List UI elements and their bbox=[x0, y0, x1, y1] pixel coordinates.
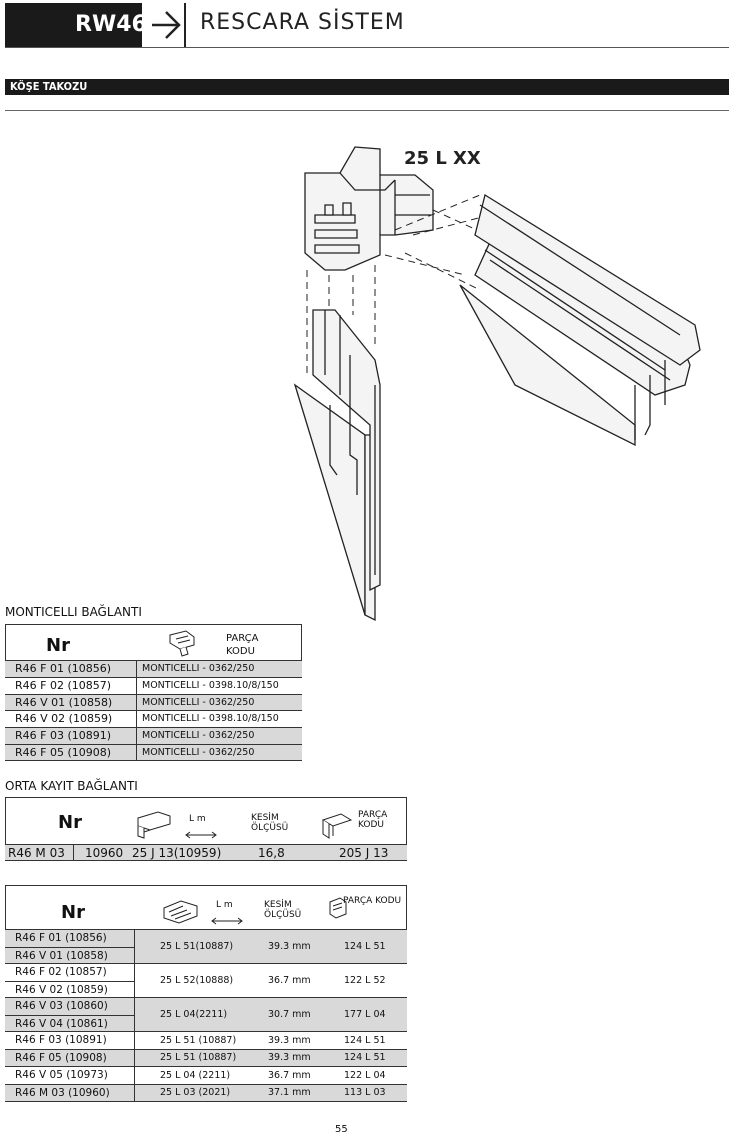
header-cut: KESİM ÖLÇÜSÜ bbox=[251, 813, 289, 833]
table-row: R46 F 02 (10857)R46 V 02 (10859) 25 L 52… bbox=[5, 963, 407, 997]
section-divider bbox=[5, 110, 729, 111]
header-nr: Nr bbox=[46, 635, 70, 656]
header-code: PARÇA KODU bbox=[343, 896, 402, 906]
table-row: R46 F 05 (10908) 25 L 51 (10887) 39.3 mm… bbox=[5, 1048, 407, 1066]
table-row: R46 V 02 (10859) MONTICELLI - 0398.10/8/… bbox=[5, 710, 302, 728]
corner-joint-drawing bbox=[285, 135, 715, 625]
double-arrow-icon bbox=[184, 824, 218, 843]
table-header: Nr L m KESİM ÖLÇÜSÜ PARÇA KODU bbox=[5, 797, 407, 844]
table-row: R46 F 01 (10856)R46 V 01 (10858) 25 L 51… bbox=[5, 930, 407, 963]
arrow-right-icon bbox=[146, 3, 186, 47]
table2-title: ORTA KAYIT BAĞLANTI bbox=[5, 779, 138, 793]
series-code: RW46 bbox=[5, 3, 147, 47]
header-cut: KESİM ÖLÇÜSÜ bbox=[264, 900, 302, 920]
table-row: R46 F 03 (10891) 25 L 51 (10887) 39.3 mm… bbox=[5, 1031, 407, 1049]
part-label: 25 L XX bbox=[404, 148, 481, 169]
page-title: RESCARA SİSTEM bbox=[200, 10, 405, 35]
table-row: R46 M 03 10960 25 J 13(10959) 16,8 205 J… bbox=[5, 844, 407, 861]
table-row: R46 V 03 (10860)R46 V 04 (10861) 25 L 04… bbox=[5, 997, 407, 1031]
cleat-part-icon bbox=[328, 896, 348, 924]
header-lm: L m bbox=[216, 900, 233, 910]
double-arrow-icon bbox=[210, 910, 244, 929]
table-body: R46 F 01 (10856)R46 V 01 (10858) 25 L 51… bbox=[5, 929, 407, 1102]
cleat-icon bbox=[161, 898, 201, 930]
corner-bracket-icon bbox=[166, 629, 202, 661]
table-row: R46 M 03 (10960) 25 L 03 (2021) 37.1 mm … bbox=[5, 1083, 407, 1101]
header-nr: Nr bbox=[61, 902, 85, 923]
table-row: R46 V 05 (10973) 25 L 04 (2211) 36.7 mm … bbox=[5, 1066, 407, 1084]
table-row: R46 F 02 (10857) MONTICELLI - 0398.10/8/… bbox=[5, 676, 302, 694]
table-row: R46 F 05 (10908) MONTICELLI - 0362/250 bbox=[5, 743, 302, 761]
middle-transom-table: Nr L m KESİM ÖLÇÜSÜ PARÇA KODU R46 M 03 … bbox=[5, 797, 407, 861]
table-row: R46 F 03 (10891) MONTICELLI - 0362/250 bbox=[5, 727, 302, 744]
table-row: R46 V 01 (10858) MONTICELLI - 0362/250 bbox=[5, 693, 302, 711]
header-code: PARÇA KODU bbox=[226, 633, 259, 657]
monticelli-table: Nr PARÇA KODU R46 F 01 (10856) MONTICELL… bbox=[5, 624, 302, 761]
corner-cleat-table: Nr L m KESİM ÖLÇÜSÜ PARÇA KODU R46 F 01 … bbox=[5, 885, 407, 1102]
header-lm: L m bbox=[189, 814, 206, 824]
table-row: R46 F 01 (10856) MONTICELLI - 0362/250 bbox=[5, 660, 302, 677]
page-number: 55 bbox=[335, 1124, 348, 1133]
corner-bracket-icon bbox=[321, 812, 355, 844]
table-header: Nr PARÇA KODU bbox=[5, 624, 302, 660]
header-nr: Nr bbox=[58, 812, 82, 833]
transom-profile-icon bbox=[134, 810, 174, 844]
table1-title: MONTICELLI BAĞLANTI bbox=[5, 605, 142, 619]
section-title: KÖŞE TAKOZU bbox=[5, 79, 729, 95]
header-divider bbox=[5, 47, 729, 48]
header-code: PARÇA KODU bbox=[358, 810, 388, 830]
table-header: Nr L m KESİM ÖLÇÜSÜ PARÇA KODU bbox=[5, 885, 407, 929]
